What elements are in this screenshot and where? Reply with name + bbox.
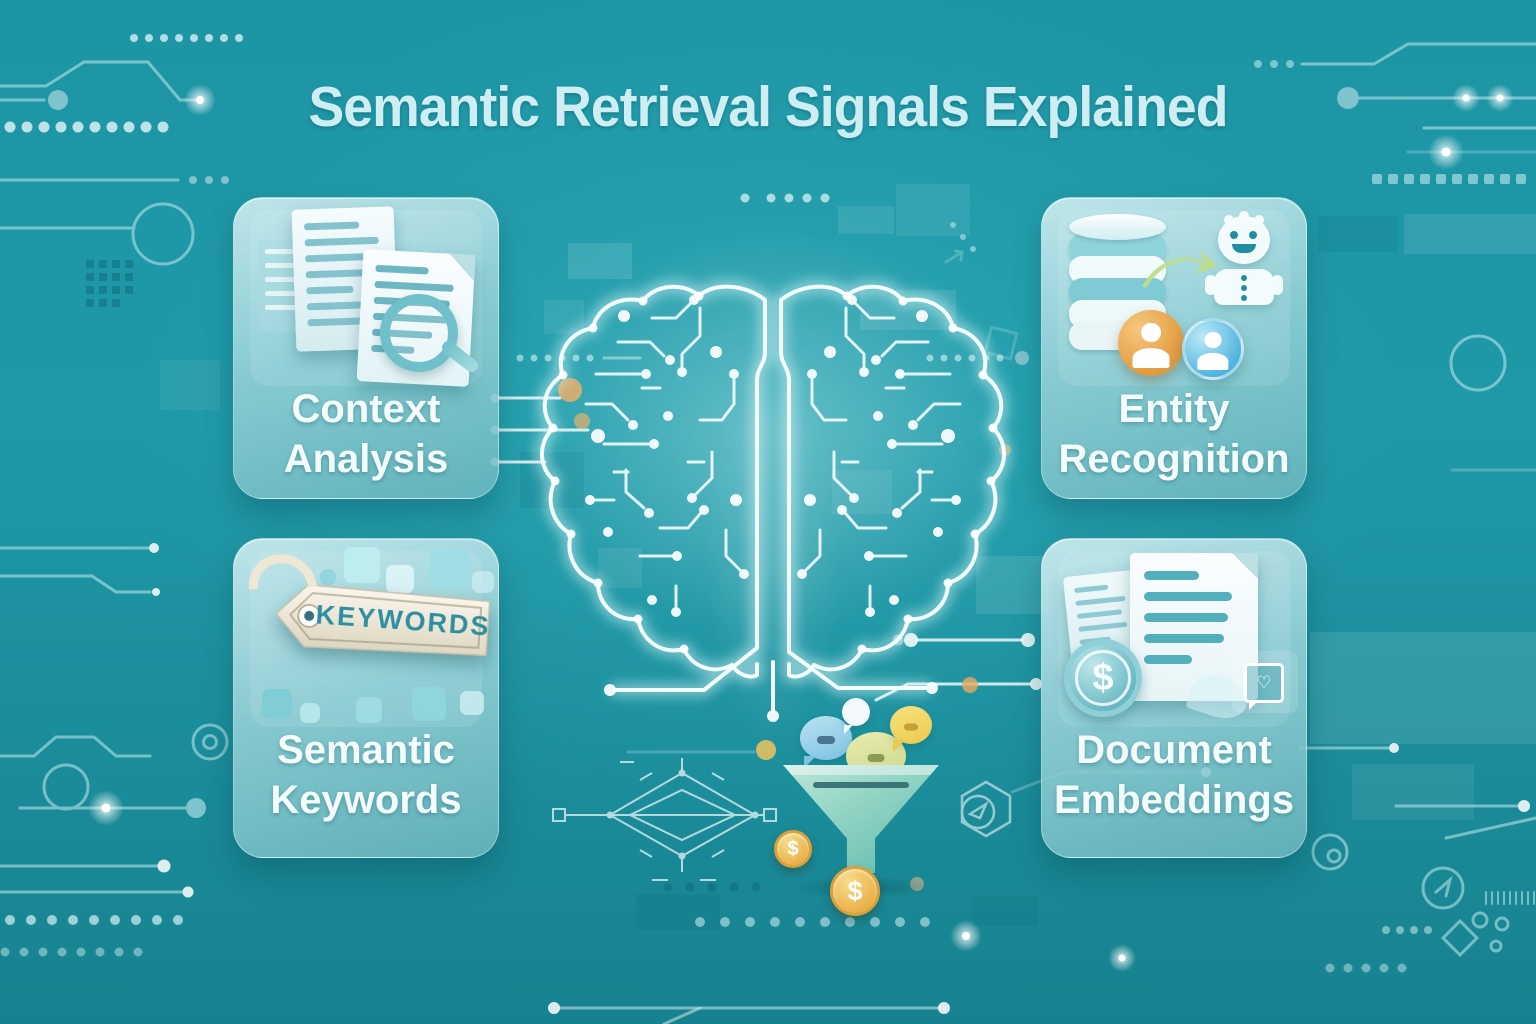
card-label: Document Embeddings (1042, 725, 1306, 826)
person-badge-blue-icon (1182, 318, 1244, 380)
heart-glyph: ♡ (1256, 673, 1272, 692)
speech-bubble-yellow-icon (890, 706, 932, 752)
deco-square (344, 547, 380, 583)
card-label-line2: Embeddings (1053, 778, 1295, 823)
robot-icon (1205, 211, 1283, 305)
deco-square (412, 687, 446, 721)
documents-magnifier-icon (234, 198, 498, 393)
card-entity-recognition: Entity Recognition (1041, 197, 1307, 499)
dollar-coin-icon: $ (1064, 639, 1142, 717)
card-label-line1: Context (291, 387, 441, 431)
dark-dotted-row (663, 882, 761, 892)
keywords-price-tag-icon: KEYWORDS (234, 539, 498, 734)
magnifier-icon (380, 294, 458, 372)
page-title: Semantic Retrieval Signals Explained (308, 75, 1228, 139)
card-label-line1: Document (1076, 728, 1272, 772)
card-label-line2: Analysis (283, 437, 449, 482)
funnel-cluster: $ $ (700, 680, 1060, 980)
dollar-symbol: $ (847, 875, 863, 906)
tag-text: KEYWORDS (314, 598, 492, 642)
shield-heart-badge-icon: ♡ (1244, 663, 1284, 710)
deco-square (356, 697, 382, 723)
speech-bubble-blue-icon (800, 716, 852, 768)
price-tag-icon: KEYWORDS (272, 580, 492, 663)
card-document-embeddings: $ ♡ Document Embeddings (1041, 538, 1307, 858)
deco-square (300, 703, 320, 723)
card-label: Semantic Keywords (234, 725, 498, 826)
document-front (1130, 553, 1258, 701)
deco-square (460, 691, 484, 715)
circuit-brain-illustration (522, 225, 1022, 750)
documents-coin-badge-icon: $ ♡ (1042, 539, 1306, 734)
card-label-line2: Recognition (1058, 437, 1290, 482)
deco-square (472, 571, 494, 593)
page-fold (448, 253, 476, 281)
card-context-analysis: Context Analysis (233, 197, 499, 499)
deco-square (320, 569, 336, 585)
gold-coin-large-icon: $ (830, 866, 880, 916)
funnel-lip (783, 765, 939, 775)
deco-square (386, 565, 414, 593)
teal-dots (48, 60, 1359, 818)
compass-doodle (960, 780, 1012, 838)
square-row (1372, 174, 1526, 184)
deco-square (262, 689, 292, 719)
glow-dots (88, 84, 1514, 972)
gold-coin-small-icon: $ (774, 830, 812, 868)
square-grid (86, 260, 133, 307)
deco-square (430, 549, 470, 589)
card-label-line1: Entity (1118, 387, 1230, 431)
dollar-symbol: $ (787, 837, 799, 860)
card-label: Context Analysis (234, 384, 498, 485)
card-label: Entity Recognition (1042, 384, 1306, 485)
arrow-icon (1138, 246, 1220, 299)
card-semantic-keywords: KEYWORDS Semantic Keywords (233, 538, 499, 858)
card-label-line2: Keywords (270, 778, 462, 823)
database-robot-people-icon (1042, 198, 1306, 393)
schematic-diagram (552, 758, 777, 881)
page-fold (1232, 553, 1258, 579)
speech-bubble-white-icon (842, 698, 870, 734)
dollar-symbol: $ (1092, 656, 1114, 699)
person-badge-orange-icon (1118, 310, 1184, 376)
funnel-slot (813, 782, 909, 788)
card-label-line1: Semantic (277, 728, 455, 772)
